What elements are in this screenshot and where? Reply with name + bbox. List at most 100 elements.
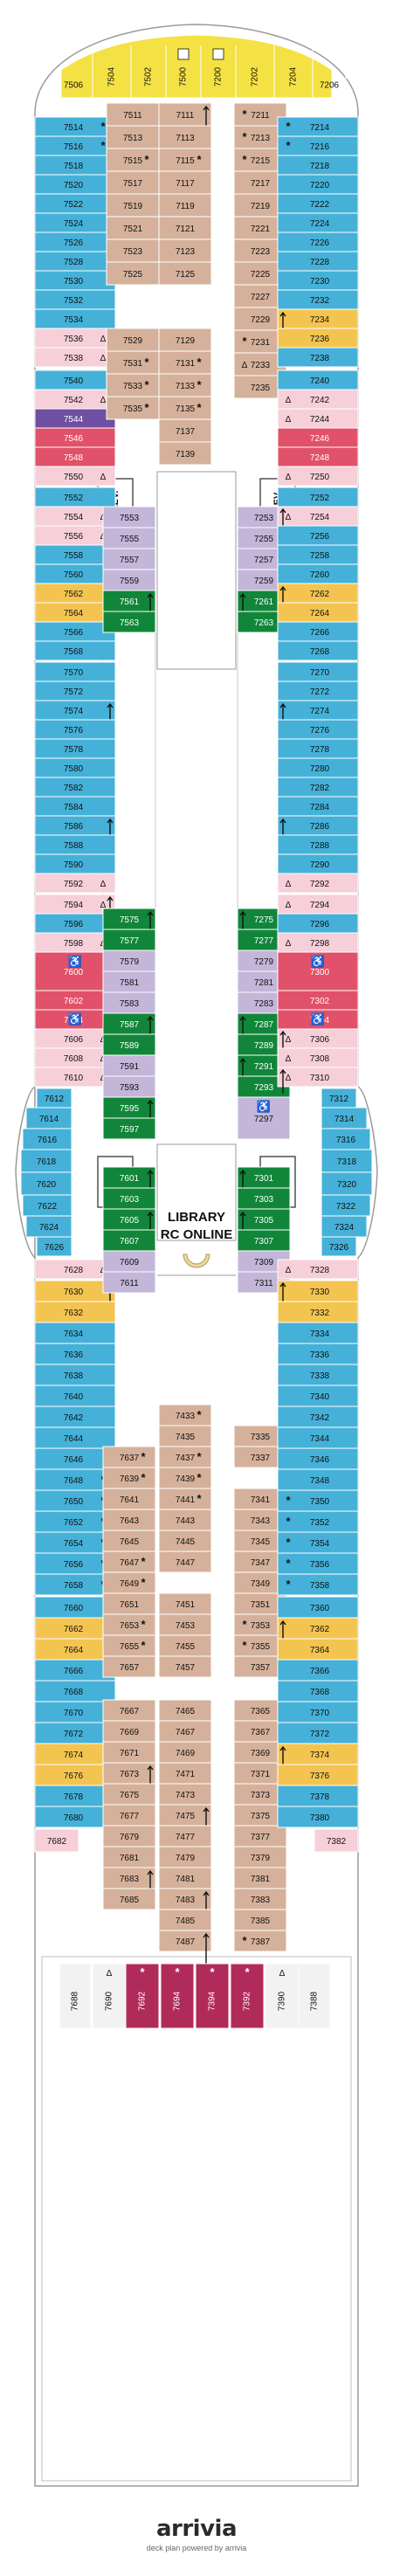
stateroom[interactable]: 7516* xyxy=(34,135,116,156)
stateroom[interactable]: 7523 xyxy=(106,238,160,263)
stateroom[interactable]: 7511 xyxy=(106,102,160,127)
stateroom[interactable]: 7115* xyxy=(158,148,212,172)
stateroom[interactable]: 7521 xyxy=(106,216,160,240)
stateroom[interactable]: 7620 xyxy=(20,1171,72,1196)
stateroom[interactable]: 7297♿ xyxy=(237,1096,291,1140)
stateroom[interactable]: 7618 xyxy=(20,1149,72,1173)
stateroom[interactable]: 7282 xyxy=(277,777,359,798)
stateroom[interactable]: 7230 xyxy=(277,270,359,291)
stateroom[interactable]: 7137 xyxy=(158,418,212,443)
stateroom[interactable]: 7320 xyxy=(321,1171,373,1196)
stateroom[interactable]: 7121 xyxy=(158,216,212,240)
stateroom[interactable]: 7481 xyxy=(158,1867,212,1889)
stateroom[interactable]: 7647* xyxy=(102,1550,156,1573)
stateroom[interactable]: 7364 xyxy=(277,1638,359,1661)
stateroom[interactable]: 7316 xyxy=(321,1128,371,1150)
stateroom[interactable]: 7447 xyxy=(158,1550,212,1573)
stateroom[interactable]: 7553 xyxy=(102,506,156,528)
stateroom[interactable]: 7671 xyxy=(102,1741,156,1764)
stateroom[interactable]: 7326 xyxy=(321,1236,357,1257)
stateroom[interactable]: 7544 xyxy=(34,408,116,429)
stateroom[interactable]: 7379 xyxy=(233,1846,287,1868)
stateroom[interactable]: 7135* xyxy=(158,396,212,420)
bow-suite[interactable]: 7506 xyxy=(64,45,93,98)
stateroom[interactable]: 7119 xyxy=(158,193,212,218)
stateroom[interactable]: 7274 xyxy=(277,700,359,737)
stateroom[interactable]: 7385 xyxy=(233,1909,287,1931)
stateroom[interactable]: 7332 xyxy=(277,1301,359,1323)
stateroom[interactable]: 7305 xyxy=(237,1208,291,1249)
stateroom[interactable]: 7579 xyxy=(102,950,156,972)
bow-suite[interactable]: 7206 xyxy=(320,45,347,98)
stateroom[interactable]: 7469 xyxy=(158,1741,212,1764)
stateroom[interactable]: 7264 xyxy=(277,602,359,623)
stateroom[interactable]: 7238 xyxy=(277,347,359,368)
stateroom[interactable]: 7572 xyxy=(34,680,116,701)
stateroom[interactable]: 7535* xyxy=(106,396,160,420)
stateroom[interactable]: 7284 xyxy=(277,796,359,817)
stateroom[interactable]: 7636 xyxy=(34,1343,116,1365)
stateroom[interactable]: 7342 xyxy=(277,1405,359,1428)
stateroom[interactable]: 7588 xyxy=(34,834,116,855)
stateroom[interactable]: 7296 xyxy=(277,913,359,934)
stateroom[interactable]: 7534 xyxy=(34,308,116,329)
stateroom[interactable]: 7483 xyxy=(158,1888,212,1929)
stateroom[interactable]: 7593 xyxy=(102,1075,156,1098)
stateroom[interactable]: 7307 xyxy=(237,1229,291,1252)
stateroom[interactable]: 7278 xyxy=(277,738,359,759)
bow-suite[interactable]: 7504 xyxy=(107,45,132,98)
stateroom[interactable]: 7634 xyxy=(34,1322,116,1344)
stateroom[interactable]: 7531* xyxy=(106,350,160,375)
stateroom[interactable]: 7437* xyxy=(158,1446,212,1468)
stateroom[interactable]: 7477 xyxy=(158,1825,212,1847)
stateroom[interactable]: 7218 xyxy=(277,155,359,176)
stateroom[interactable]: 7350* xyxy=(277,1489,359,1512)
stateroom[interactable]: 7557 xyxy=(102,548,156,570)
stateroom[interactable]: 7640 xyxy=(34,1385,116,1407)
stateroom[interactable]: 7383 xyxy=(233,1888,287,1910)
stateroom[interactable]: 7123 xyxy=(158,238,212,263)
stateroom[interactable]: 7455 xyxy=(158,1634,212,1657)
stateroom[interactable]: 7248 xyxy=(277,446,359,467)
stateroom[interactable]: 7518 xyxy=(34,155,116,176)
stateroom[interactable]: 7561 xyxy=(102,590,156,631)
stateroom[interactable]: 7380 xyxy=(277,1806,359,1828)
stateroom[interactable]: 7639* xyxy=(102,1467,156,1489)
stern-suite[interactable]: 7694* xyxy=(160,1963,195,2029)
stateroom[interactable]: 7568 xyxy=(34,640,116,661)
bow-suite[interactable]: 7200 xyxy=(214,45,237,98)
stateroom[interactable]: 7555 xyxy=(102,527,156,549)
stateroom[interactable]: 7268 xyxy=(277,640,359,661)
stateroom[interactable]: 7346 xyxy=(277,1447,359,1470)
stateroom[interactable]: 7125 xyxy=(158,261,212,286)
stateroom[interactable]: 7260 xyxy=(277,563,359,584)
stateroom[interactable]: 7381 xyxy=(233,1867,287,1889)
stateroom[interactable]: 7622 xyxy=(22,1194,72,1217)
stateroom[interactable]: 7266 xyxy=(277,621,359,642)
stateroom[interactable]: 7354* xyxy=(277,1531,359,1554)
stateroom[interactable]: 7451 xyxy=(158,1592,212,1615)
stateroom[interactable]: 7280 xyxy=(277,757,359,778)
stateroom[interactable]: 7600♿ xyxy=(34,951,116,991)
stateroom[interactable]: 7232 xyxy=(277,289,359,310)
stern-suite[interactable]: 7392* xyxy=(230,1963,265,2029)
stateroom[interactable]: 7348 xyxy=(277,1468,359,1491)
stateroom[interactable]: 7641 xyxy=(102,1488,156,1510)
stateroom[interactable]: 7276 xyxy=(277,719,359,740)
stateroom[interactable]: 7583 xyxy=(102,991,156,1014)
stateroom[interactable]: 7683 xyxy=(102,1867,156,1908)
stateroom[interactable]: 7445 xyxy=(158,1530,212,1552)
stateroom[interactable]: 7642 xyxy=(34,1405,116,1428)
stateroom[interactable]: 7387* xyxy=(233,1930,287,1952)
stateroom[interactable]: 7216* xyxy=(277,135,359,156)
stateroom[interactable]: 7485 xyxy=(158,1909,212,1931)
